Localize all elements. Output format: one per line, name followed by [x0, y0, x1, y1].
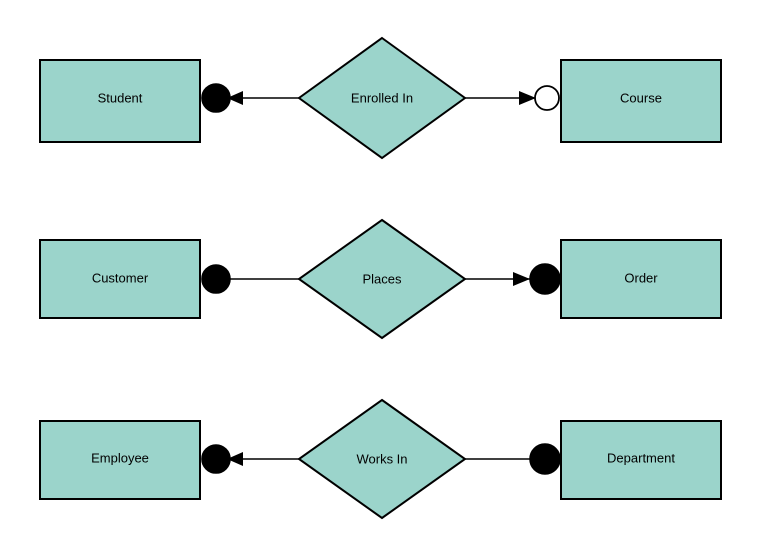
cardinality-marker-customer-filled-circle[interactable]: [201, 264, 231, 294]
relationship-label-places: Places: [362, 271, 402, 286]
arrowhead-toward-course: [519, 91, 536, 105]
entity-box-course[interactable]: [560, 59, 722, 143]
relationship-row-employee-works-in-department: Employee Works In Department: [39, 398, 722, 520]
cardinality-marker-course-hollow-circle[interactable]: [534, 85, 560, 111]
entity-box-department[interactable]: [560, 420, 722, 500]
arrowhead-toward-student: [227, 91, 243, 105]
entity-label-order: Order: [624, 270, 658, 285]
entity-label-department: Department: [607, 450, 675, 465]
entity-label-student: Student: [98, 90, 143, 105]
entity-label-customer: Customer: [92, 270, 149, 285]
relationship-diamond-enrolled-in[interactable]: [297, 36, 467, 160]
entity-box-student[interactable]: [39, 59, 201, 143]
cardinality-marker-employee-filled-circle[interactable]: [201, 444, 231, 474]
relationship-diamond-places[interactable]: [297, 218, 467, 340]
relationship-label-works-in: Works In: [356, 451, 407, 466]
cardinality-marker-student-filled-circle[interactable]: [201, 83, 231, 113]
entity-label-course: Course: [620, 90, 662, 105]
entity-box-order[interactable]: [560, 239, 722, 319]
relationship-label-enrolled-in: Enrolled In: [351, 90, 413, 105]
relationship-diamond-works-in[interactable]: [297, 398, 467, 520]
arrowhead-toward-employee: [227, 452, 243, 466]
cardinality-marker-order-filled-circle[interactable]: [529, 263, 561, 295]
relationship-row-student-enrolled-in-course: Student Enrolled In Course: [39, 36, 722, 160]
entity-label-employee: Employee: [91, 450, 149, 465]
entity-box-customer[interactable]: [39, 239, 201, 319]
entity-box-employee[interactable]: [39, 420, 201, 500]
relationship-row-customer-places-order: Customer Places Order: [39, 218, 722, 340]
cardinality-marker-department-filled-circle[interactable]: [529, 443, 561, 475]
arrowhead-toward-order: [513, 272, 530, 286]
